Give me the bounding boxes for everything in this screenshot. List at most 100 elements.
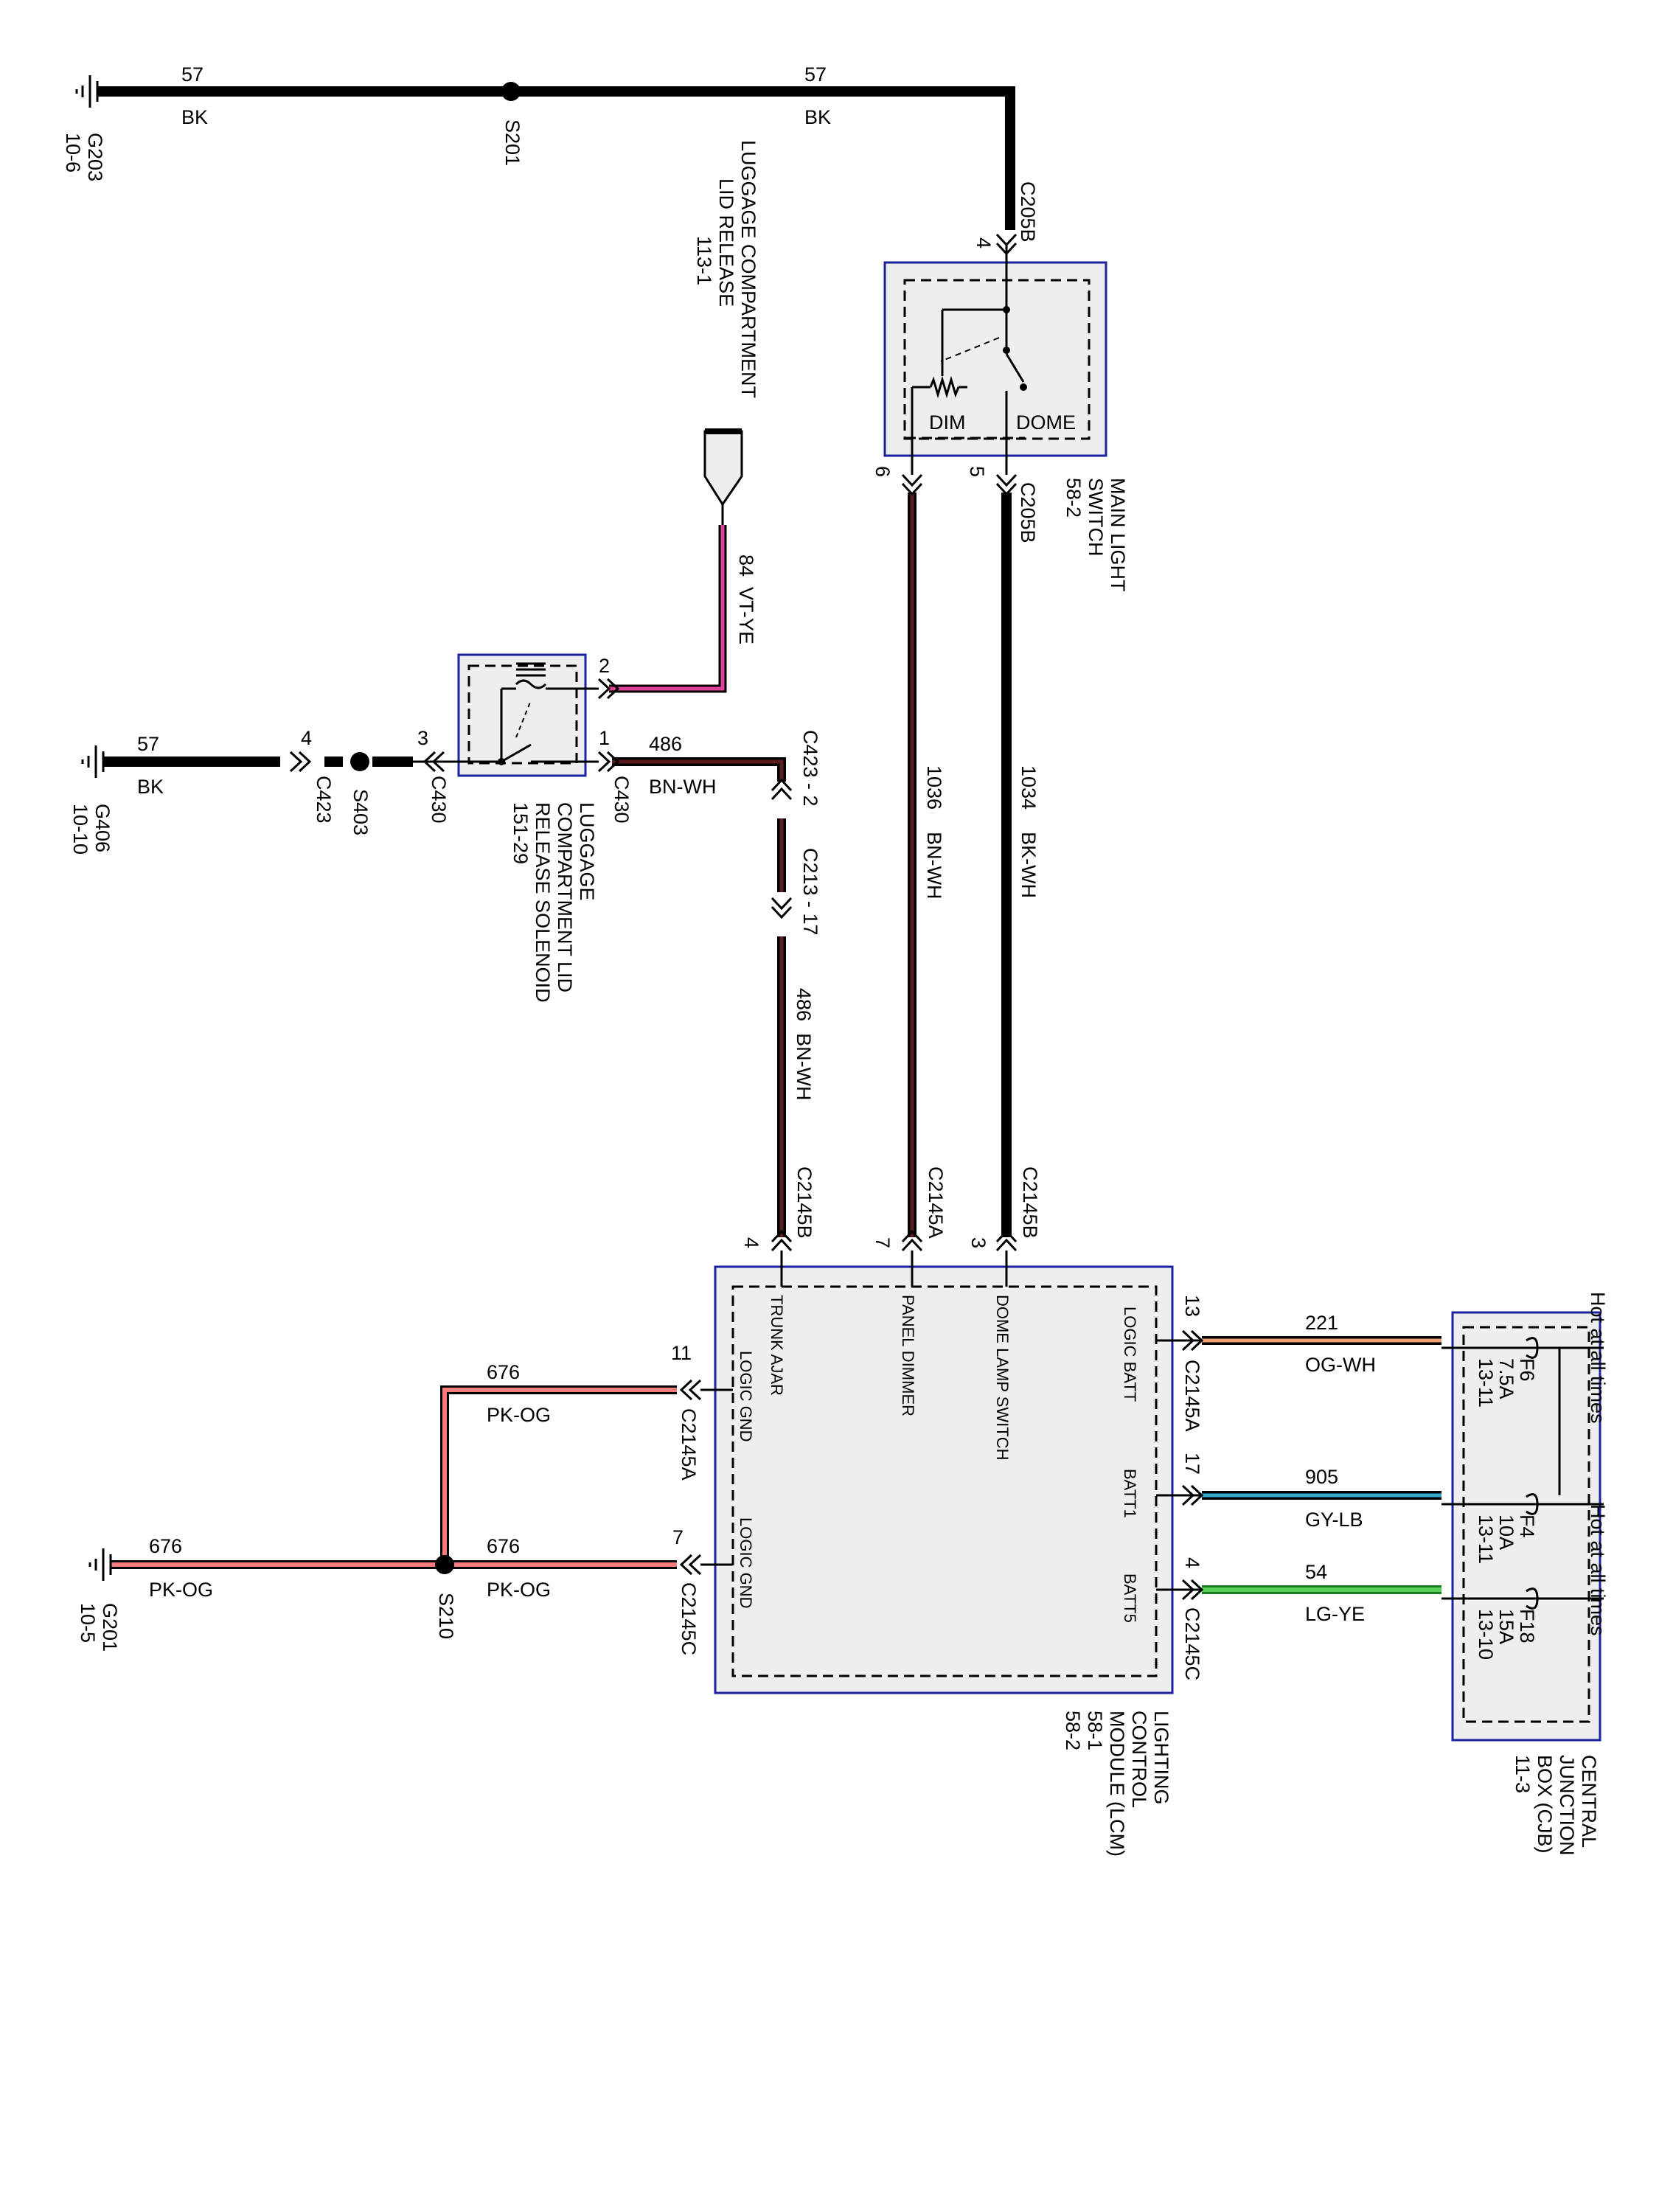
c2145c-pin7-chevron-icon xyxy=(679,1554,702,1576)
c423-pin: 4 xyxy=(301,727,312,749)
lcm-line1: LIGHTING xyxy=(1150,1711,1172,1805)
splice-s210-label: S210 xyxy=(435,1593,457,1639)
lcm-pin-logic-batt: LOGIC BATT xyxy=(1121,1307,1139,1402)
rotated-labels: G203 10-6 S201 LUGGAGE COMPARTMENT LID R… xyxy=(62,119,1609,1857)
lcm-pin-logic-gnd-2: LOGIC GND xyxy=(737,1517,755,1608)
fuse-f18-name: F18 xyxy=(1516,1609,1538,1644)
splice-s210-icon xyxy=(435,1555,454,1574)
lcm-pin-batt5: BATT5 xyxy=(1121,1573,1139,1623)
connector-symbols xyxy=(289,233,1204,1601)
lighting-control-module xyxy=(700,1251,1183,1694)
solenoid-line1: LUGGAGE xyxy=(576,802,598,901)
wire-84-label: 84VT-YE xyxy=(735,554,757,644)
luggage-release-switch-symbol xyxy=(703,428,743,525)
ground-g203-icon xyxy=(75,75,99,108)
lcm-line3: MODULE (LCM) xyxy=(1106,1711,1128,1857)
c430-pin3-chevron-icon xyxy=(422,751,445,773)
c2145c-batt5-pin: 4 xyxy=(1181,1557,1203,1568)
ground-g201-page: 10-5 xyxy=(77,1603,99,1643)
c2145a-dimmer-pin: 7 xyxy=(872,1237,894,1248)
c423-2-label: C423 - 2 xyxy=(799,730,821,807)
wire-84-vt-ye-color xyxy=(609,525,725,691)
main-light-switch-line3: 58-2 xyxy=(1062,478,1085,518)
splice-s201-icon xyxy=(501,82,521,101)
wire-676-left-color: PK-OG xyxy=(149,1579,213,1601)
c205b-bottom-name: C205B xyxy=(1017,482,1039,543)
fuse-f18-page: 13-10 xyxy=(1475,1609,1497,1660)
c213-17-label: C213 - 17 xyxy=(799,848,821,936)
c205b-pin5-chevron-icon xyxy=(995,473,1018,496)
wire-57-g406-circuit: 57 xyxy=(137,733,159,755)
main-light-switch-line1: MAIN LIGHT xyxy=(1107,478,1129,592)
c423-name: C423 xyxy=(313,776,335,824)
ground-g203-name: G203 xyxy=(84,133,106,181)
splice-s403-label: S403 xyxy=(349,789,372,835)
c205b-pin6-chevron-icon xyxy=(901,473,923,496)
fuse-f4-rating: 10A xyxy=(1495,1514,1517,1550)
wires xyxy=(97,86,1441,1594)
c2145b-pin4-chevron-icon xyxy=(771,1229,793,1252)
c430-pin2: 2 xyxy=(599,655,610,677)
wire-57-top xyxy=(97,86,1015,230)
wire-676-upper-circuit: 676 xyxy=(487,1361,520,1383)
wire-676-upper-color: PK-OG xyxy=(487,1404,551,1426)
ground-g406-icon xyxy=(81,745,105,778)
wire-54-color: LG-YE xyxy=(1305,1603,1365,1625)
c2145a-batt-pin17: 17 xyxy=(1181,1453,1203,1475)
wire-486-top-color: BN-WH xyxy=(649,776,716,798)
c2145a-gnd-name: C2145A xyxy=(678,1408,700,1481)
c430-pin1-chevron-icon xyxy=(597,751,620,773)
horizontal-labels: 57 BK 57 BK 57 BK 4 3 1 2 486 BN-WH 676 … xyxy=(137,63,1376,1625)
c2145a-batt-name: C2145A xyxy=(1181,1360,1203,1432)
main-light-switch: DIM DOME xyxy=(883,245,1107,475)
wire-486-top-color xyxy=(612,759,784,782)
wire-57-top-right-circuit: 57 xyxy=(804,63,827,86)
c2145a-dimmer-name: C2145A xyxy=(925,1166,947,1239)
cjb-line2: JUNCTION xyxy=(1556,1755,1578,1856)
wire-905-circuit: 905 xyxy=(1305,1466,1338,1488)
fuse-f4-page: 13-11 xyxy=(1475,1514,1497,1564)
c2145a-pin11-chevron-icon xyxy=(679,1379,702,1401)
c213-17-chevron-icon xyxy=(771,897,793,919)
fuse-f18-rating: 15A xyxy=(1495,1609,1517,1644)
wire-57-top-right-color: BK xyxy=(804,106,831,128)
c205b-pin6: 6 xyxy=(872,466,894,477)
c2145a-batt-pin13: 13 xyxy=(1181,1295,1203,1317)
c430-pin3: 3 xyxy=(417,727,428,749)
wire-676-left-circuit: 676 xyxy=(149,1535,182,1557)
ground-g406-page: 10-10 xyxy=(69,804,91,855)
central-junction-box xyxy=(1441,1311,1604,1742)
c2145c-pin4-chevron-icon xyxy=(1181,1579,1204,1601)
fuse-f6-name: F6 xyxy=(1516,1358,1538,1382)
wire-676-right-circuit: 676 xyxy=(487,1535,520,1557)
wire-1034-label: 1034BK-WH xyxy=(1018,765,1040,898)
fuse-f6-page: 13-11 xyxy=(1475,1358,1497,1408)
solenoid-line2: COMPARTMENT LID xyxy=(554,802,576,992)
hot-at-all-times-2: Hot at all times xyxy=(1587,1504,1609,1636)
c2145a-pin13-chevron-icon xyxy=(1181,1329,1204,1352)
c2145c-batt5-name: C2145C xyxy=(1181,1607,1203,1680)
ground-g201-name: G201 xyxy=(99,1603,121,1652)
c205b-pin5: 5 xyxy=(966,466,988,477)
c2145b-trunk-pin: 4 xyxy=(740,1237,762,1248)
wire-1036-label: 1036BN-WH xyxy=(923,765,945,900)
wire-57-top-left-color: BK xyxy=(181,106,208,128)
ground-g203-page: 10-6 xyxy=(62,133,84,173)
lcm-pin-panel-dimmer: PANEL DIMMER xyxy=(899,1295,917,1416)
lcm-line5: 58-2 xyxy=(1062,1711,1084,1750)
wire-221-color: OG-WH xyxy=(1305,1354,1376,1376)
solenoid-line3: RELEASE SOLENOID xyxy=(532,802,554,1003)
wire-54-circuit: 54 xyxy=(1305,1561,1327,1583)
cjb-line4: 11-3 xyxy=(1512,1755,1534,1793)
c205b-top-name: C205B xyxy=(1017,181,1039,243)
lcm-pin-logic-gnd-1: LOGIC GND xyxy=(737,1351,755,1441)
lcm-line2: CONTROL xyxy=(1128,1711,1150,1808)
fuse-f4-name: F4 xyxy=(1516,1514,1538,1538)
c2145c-gnd-name: C2145C xyxy=(678,1582,700,1655)
c2145b-dome-pin: 3 xyxy=(967,1237,990,1248)
switch-position-dome: DOME xyxy=(1016,411,1076,434)
c423-2-chevron-icon xyxy=(771,778,793,801)
c2145a-pin11: 11 xyxy=(671,1342,692,1364)
wire-57-top-left-circuit: 57 xyxy=(181,63,204,86)
